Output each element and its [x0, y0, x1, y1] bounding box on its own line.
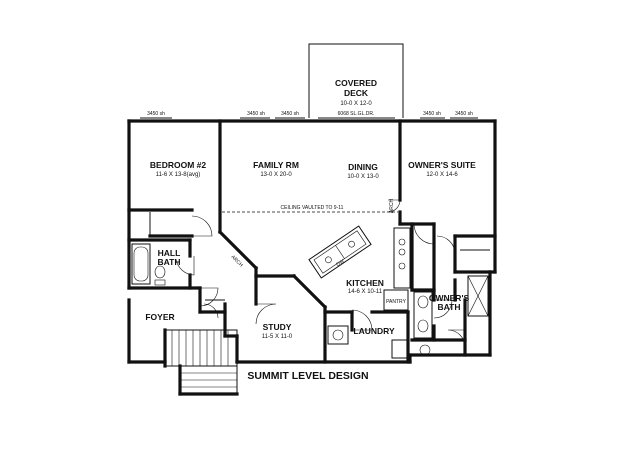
kitchen-island — [308, 225, 372, 279]
label-laundry: LAUNDRY — [353, 326, 395, 336]
label-study: STUDY — [263, 322, 292, 332]
kitchen-counters — [383, 227, 411, 311]
size-covered-deck: 10-0 X 12-0 — [340, 101, 372, 107]
covered-deck-outline — [308, 43, 404, 118]
arch-label-1: ARCH — [230, 254, 245, 269]
label-pantry: PANTRY — [386, 299, 406, 305]
dw-label: DW — [335, 258, 345, 268]
size-bedroom2: 11-6 X 13-8(avg) — [156, 172, 201, 178]
interior-walls — [127, 119, 497, 364]
label-family-rm: FAMILY RM — [253, 160, 299, 170]
label-owners-bath: OWNER'S — [429, 293, 470, 303]
label-owners-bath-2: BATH — [438, 302, 461, 312]
size-owners-suite: 12-0 X 14-6 — [426, 172, 458, 178]
label-dining: DINING — [348, 162, 378, 172]
stairs — [163, 328, 239, 396]
label-foyer: FOYER — [145, 312, 174, 322]
ceiling-note: CEILING VAULTED TO 9-11 — [281, 205, 344, 211]
window-label-1: 3450 sh — [147, 111, 165, 117]
owners-bath-fixtures — [413, 275, 489, 356]
size-kitchen: 14-6 X 10-11 — [348, 289, 383, 295]
size-family-rm: 13-0 X 20-0 — [260, 172, 292, 178]
label-kitchen: KITCHEN — [346, 278, 384, 288]
label-hall-bath: HALL — [158, 248, 181, 258]
window-label-3: 3450 sh — [281, 111, 299, 117]
hall-bath-fixtures — [131, 243, 166, 286]
plan-caption: SUMMIT LEVEL DESIGN — [247, 370, 368, 382]
window-label-5: 3450 sh — [423, 111, 441, 117]
window-label-2: 3450 sh — [247, 111, 265, 117]
label-owners-suite: OWNER'S SUITE — [408, 160, 476, 170]
label-covered-deck: COVERED — [335, 78, 377, 88]
label-covered-deck-2: DECK — [344, 88, 369, 98]
label-bedroom2: BEDROOM #2 — [150, 160, 206, 170]
door-swings — [175, 199, 466, 348]
size-dining: 10-0 X 13-0 — [347, 174, 379, 180]
laundry-appliances — [327, 325, 409, 359]
arch-label-2: ARCH — [389, 199, 395, 214]
size-study: 11-5 X 11-0 — [262, 334, 293, 340]
label-hall-bath-2: BATH — [158, 257, 181, 267]
window-label-4: 6068 SL.GL.DR. — [338, 111, 375, 117]
window-label-6: 3450 sh — [455, 111, 473, 117]
